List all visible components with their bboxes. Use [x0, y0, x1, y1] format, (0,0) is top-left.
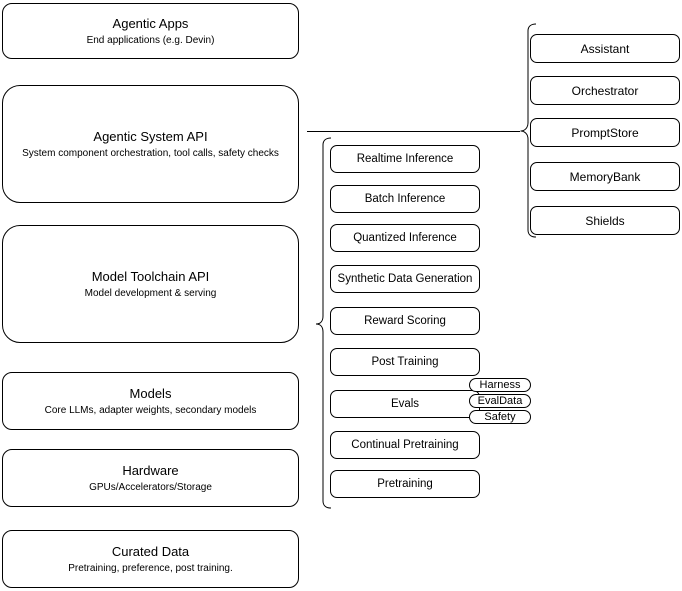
node-model-toolchain-api: Model Toolchain API Model development & …	[2, 225, 299, 343]
toolchain-brace	[315, 137, 332, 509]
node-label: Realtime Inference	[356, 153, 454, 165]
node-label: Synthetic Data Generation	[337, 273, 473, 285]
node-title: Curated Data	[111, 543, 190, 559]
node-quantized-inference: Quantized Inference	[330, 224, 480, 252]
node-label: Reward Scoring	[364, 315, 446, 327]
node-continual-pretraining: Continual Pretraining	[330, 431, 480, 459]
node-subtitle: Core LLMs, adapter weights, secondary mo…	[44, 404, 257, 416]
node-subtitle: System component orchestration, tool cal…	[22, 147, 279, 159]
node-label: Batch Inference	[364, 193, 446, 205]
node-agentic-system-api: Agentic System API System component orch…	[2, 85, 299, 203]
node-assistant: Assistant	[530, 34, 680, 63]
node-promptstore: PromptStore	[530, 118, 680, 147]
node-label: Quantized Inference	[353, 232, 457, 244]
node-label: Post Training	[371, 356, 439, 368]
node-subtitle: Pretraining, preference, post training.	[68, 562, 233, 574]
node-curated-data: Curated Data Pretraining, preference, po…	[2, 530, 299, 588]
node-orchestrator: Orchestrator	[530, 76, 680, 105]
node-post-training: Post Training	[330, 348, 480, 376]
node-label: Assistant	[580, 41, 630, 56]
node-evaldata: EvalData	[469, 394, 531, 408]
node-subtitle: GPUs/Accelerators/Storage	[89, 481, 212, 493]
node-label: Shields	[585, 213, 625, 228]
node-reward-scoring: Reward Scoring	[330, 307, 480, 335]
node-models: Models Core LLMs, adapter weights, secon…	[2, 372, 299, 430]
node-hardware: Hardware GPUs/Accelerators/Storage	[2, 449, 299, 507]
node-shields: Shields	[530, 206, 680, 235]
node-safety: Safety	[469, 410, 531, 424]
node-synthetic-data-generation: Synthetic Data Generation	[330, 265, 480, 293]
node-label: MemoryBank	[569, 169, 641, 184]
node-batch-inference: Batch Inference	[330, 185, 480, 213]
node-label: Continual Pretraining	[351, 439, 459, 451]
node-label: EvalData	[477, 394, 523, 407]
node-label: Harness	[479, 378, 521, 391]
node-subtitle: Model development & serving	[84, 287, 217, 299]
node-harness: Harness	[469, 378, 531, 392]
node-label: Orchestrator	[571, 83, 639, 98]
node-subtitle: End applications (e.g. Devin)	[86, 34, 215, 46]
node-label: Evals	[390, 398, 420, 410]
node-realtime-inference: Realtime Inference	[330, 145, 480, 173]
node-agentic-apps: Agentic Apps End applications (e.g. Devi…	[2, 3, 299, 59]
node-title: Models	[129, 385, 172, 401]
node-title: Agentic Apps	[112, 15, 189, 31]
node-evals: Evals	[330, 390, 480, 418]
node-pretraining: Pretraining	[330, 470, 480, 498]
node-title: Hardware	[122, 462, 179, 478]
node-label: Pretraining	[377, 478, 433, 490]
node-memorybank: MemoryBank	[530, 162, 680, 191]
node-label: Safety	[484, 410, 516, 423]
node-title: Agentic System API	[93, 128, 208, 144]
node-title: Model Toolchain API	[91, 268, 210, 284]
node-label: PromptStore	[571, 125, 639, 140]
